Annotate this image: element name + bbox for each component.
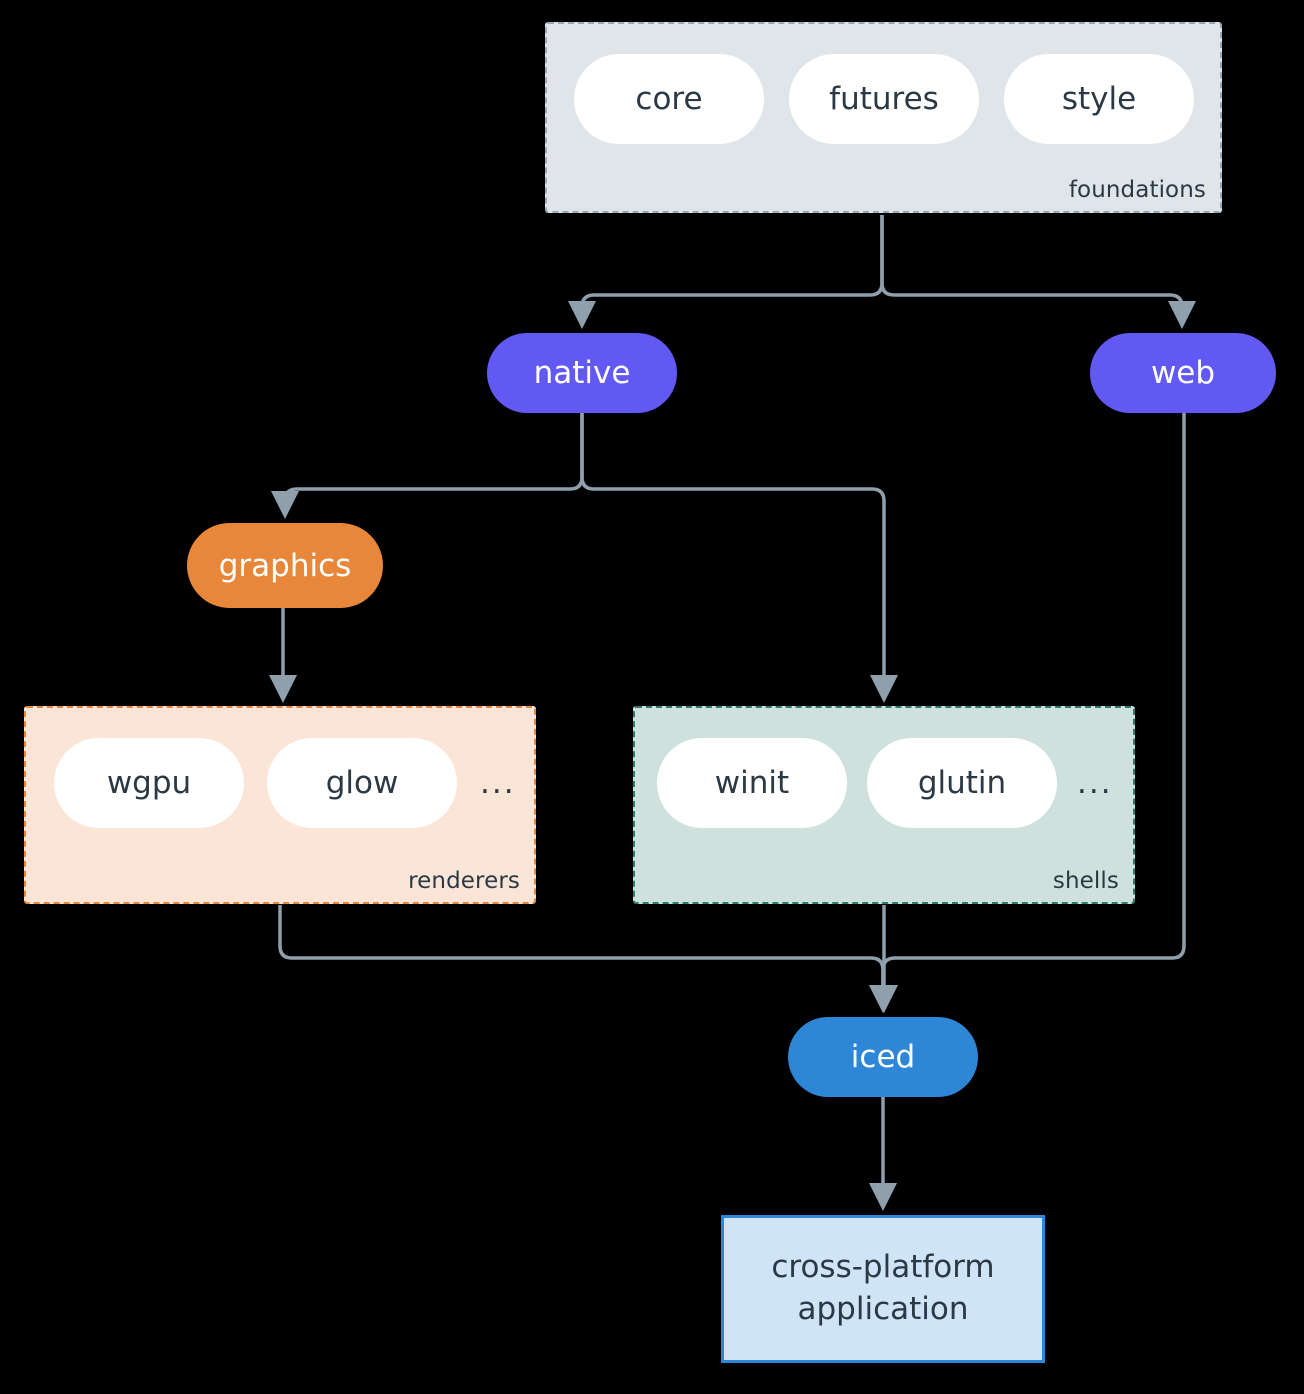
leaf-style[interactable]: style [1004,54,1194,144]
leaf-wgpu-label: wgpu [106,765,192,801]
foundations-items: core futures style [574,54,1194,144]
node-graphics[interactable]: graphics [187,523,383,608]
leaf-winit[interactable]: winit [657,738,847,828]
application-line-2: application [797,1291,969,1327]
leaf-core[interactable]: core [574,54,764,144]
node-native-label: native [533,355,631,391]
group-renderers-label: renderers [408,868,520,894]
shells-items: winit glutin ... [657,738,1113,828]
node-web[interactable]: web [1090,333,1276,413]
shells-more-ellipsis: ... [1077,764,1113,801]
renderers-items: wgpu glow ... [54,738,516,828]
node-native[interactable]: native [487,333,677,413]
leaf-wgpu[interactable]: wgpu [54,738,244,828]
node-iced[interactable]: iced [788,1017,978,1097]
leaf-style-label: style [1061,81,1137,117]
group-shells: winit glutin ... shells [633,706,1135,904]
edge-foundations-to-web [880,215,1196,329]
leaf-glutin[interactable]: glutin [867,738,1057,828]
leaf-futures[interactable]: futures [789,54,979,144]
leaf-core-label: core [635,81,703,117]
group-shells-label: shells [1052,868,1119,894]
node-cross-platform-application[interactable]: cross-platform application [721,1215,1045,1363]
leaf-futures-label: futures [829,81,939,117]
node-web-label: web [1150,355,1216,391]
leaf-glow-label: glow [325,765,399,801]
group-foundations-label: foundations [1068,177,1206,203]
node-graphics-label: graphics [218,547,352,584]
node-iced-label: iced [850,1039,916,1075]
edge-native-to-graphics [271,413,584,519]
edge-renderers-to-iced [278,905,897,1013]
edge-native-to-shells [580,413,898,703]
edge-foundations-to-native [568,215,884,329]
application-line-1: cross-platform [771,1249,995,1286]
leaf-winit-label: winit [714,765,790,801]
group-foundations: core futures style foundations [545,22,1222,213]
renderers-more-ellipsis: ... [480,764,516,801]
leaf-glutin-label: glutin [917,765,1007,801]
group-renderers: wgpu glow ... renderers [24,706,536,904]
leaf-glow[interactable]: glow [267,738,457,828]
